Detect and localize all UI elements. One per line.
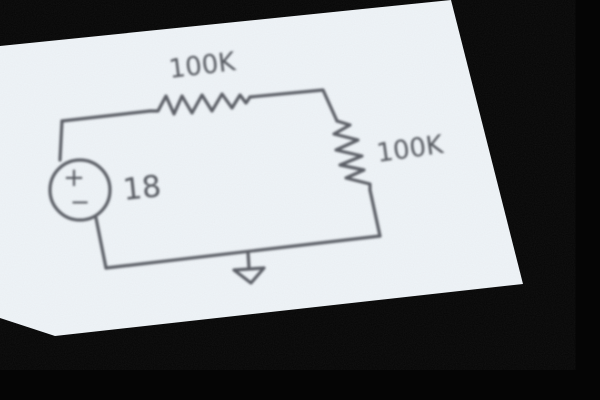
- voltage-source-minus: −: [70, 188, 90, 216]
- circuit-diagram: + − 100K 100K 18: [48, 47, 446, 285]
- wire-left-lower: [94, 216, 108, 270]
- resistor-top-zigzag: [148, 92, 252, 116]
- wire-top-left: [58, 119, 64, 162]
- ground-triangle-icon: [232, 266, 266, 285]
- wire-right-lower: [368, 188, 382, 238]
- voltage-source-label: 18: [121, 169, 163, 208]
- paper-grain: [0, 0, 523, 336]
- ground-stem: [246, 250, 251, 270]
- resistor-right-zigzag: [332, 119, 372, 192]
- wire-top-right: [248, 88, 339, 123]
- voltage-source-circle: [48, 158, 112, 222]
- wire-left-corner: [60, 109, 152, 123]
- wire-bottom: [104, 234, 382, 270]
- voltage-source-plus: +: [63, 163, 85, 193]
